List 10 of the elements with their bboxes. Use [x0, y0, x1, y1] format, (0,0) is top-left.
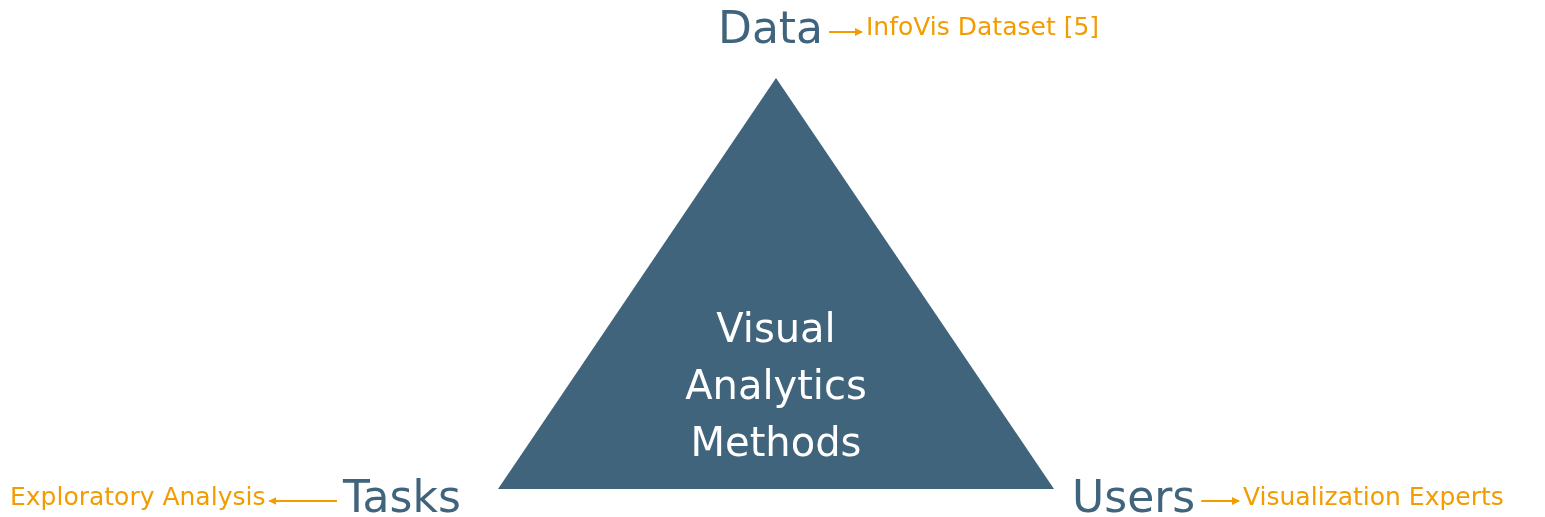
node-label: InfoVis Dataset [5]	[866, 11, 1100, 43]
triangle-label: Visual Analytics Methods	[684, 304, 868, 467]
arrow	[1200, 497, 1240, 505]
node-title: Data	[718, 2, 824, 54]
node-label: Exploratory Analysis	[10, 481, 266, 513]
arrow	[828, 28, 863, 36]
arrow	[268, 497, 338, 505]
node-label: Visualization Experts	[1243, 481, 1504, 513]
node-title: Users	[1072, 471, 1196, 517]
node-title: Tasks	[343, 471, 461, 517]
